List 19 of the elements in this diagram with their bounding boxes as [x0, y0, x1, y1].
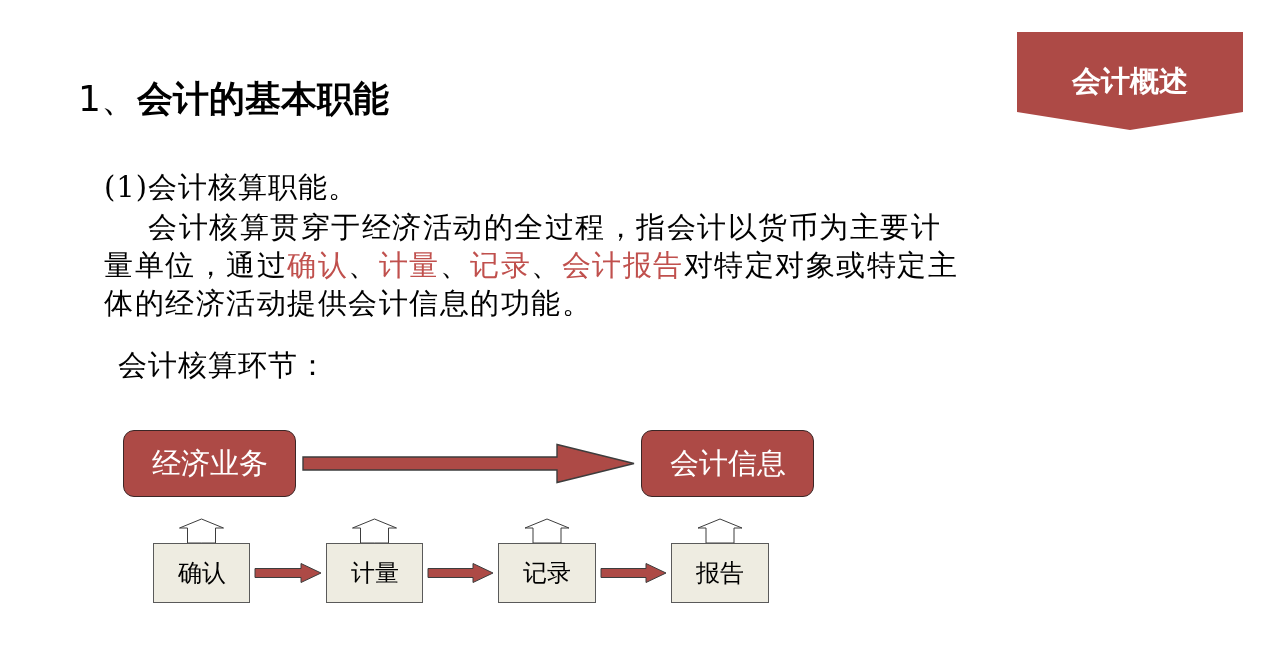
section-label: 会计核算环节：: [118, 347, 328, 384]
arrow: [697, 518, 743, 544]
process-box: 经济业务: [123, 430, 296, 497]
arrow: [427, 563, 494, 583]
step-box: 记录: [498, 543, 596, 603]
process-box: 会计信息: [641, 430, 814, 497]
step-box: 确认: [153, 543, 250, 603]
body-paragraph: 会计核算贯穿于经济活动的全过程，指会计以货币为主要计量单位，通过确认、计量、记录、会计报告对特定对象或特定主体的经济活动提供会计信息的功能。: [104, 209, 958, 322]
arrow: [524, 518, 570, 544]
arrow: [179, 518, 224, 544]
arrow: [302, 443, 635, 484]
step-box: 计量: [326, 543, 423, 603]
subheading: (1)会计核算职能。: [104, 169, 359, 206]
step-box: 报告: [671, 543, 769, 603]
slide-title: 1、会计的基本职能: [78, 77, 389, 121]
arrow: [352, 518, 397, 544]
section-banner: 会计概述: [1017, 32, 1243, 130]
arrow: [254, 563, 322, 583]
arrow: [600, 563, 667, 583]
